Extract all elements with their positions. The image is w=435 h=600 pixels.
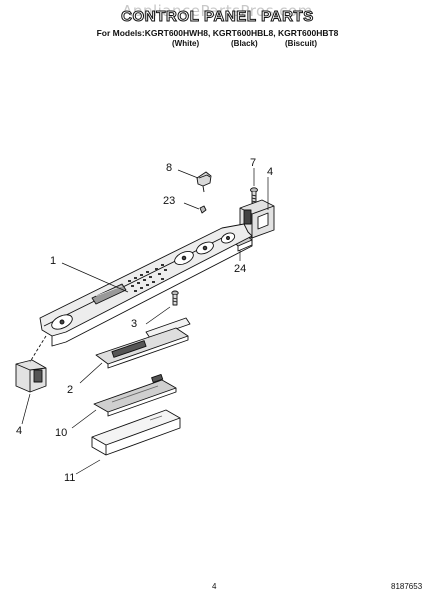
page-number: 4 [212, 582, 217, 591]
part-control-console [39, 223, 253, 347]
callout-2: 2 [67, 384, 73, 396]
callout-4-left: 4 [16, 425, 22, 437]
document-number: 8187653 [391, 582, 423, 591]
callout-4-right: 4 [267, 166, 273, 178]
part-screw-lower [171, 290, 179, 306]
callout-8: 8 [166, 162, 172, 174]
callout-1: 1 [50, 255, 56, 267]
part-knob [196, 171, 212, 193]
callout-7: 7 [250, 157, 256, 169]
models-line: For Models:KGRT600HWH8, KGRT600HBL8, KGR… [96, 28, 339, 38]
callout-24: 24 [234, 263, 246, 275]
part-interface-board [93, 374, 177, 417]
page-title: CONTROL PANEL PARTS [121, 8, 314, 26]
watermark: AppliancePartsPros.com [122, 2, 313, 20]
callout-23: 23 [163, 195, 175, 207]
part-end-cap-left [15, 359, 47, 393]
part-control-board [95, 327, 189, 369]
part-overlay-plate [145, 317, 191, 339]
callout-3: 3 [131, 318, 137, 330]
variant-black: (Black) [231, 39, 258, 48]
callout-11: 11 [64, 472, 75, 484]
part-screw-top [250, 187, 258, 204]
part-spring-clip [199, 205, 207, 214]
callout-10: 10 [55, 427, 67, 439]
part-mounting-tray [91, 409, 181, 456]
variant-biscuit: (Biscuit) [285, 39, 317, 48]
variant-white: (White) [172, 39, 200, 48]
part-end-cap-right [239, 199, 275, 239]
